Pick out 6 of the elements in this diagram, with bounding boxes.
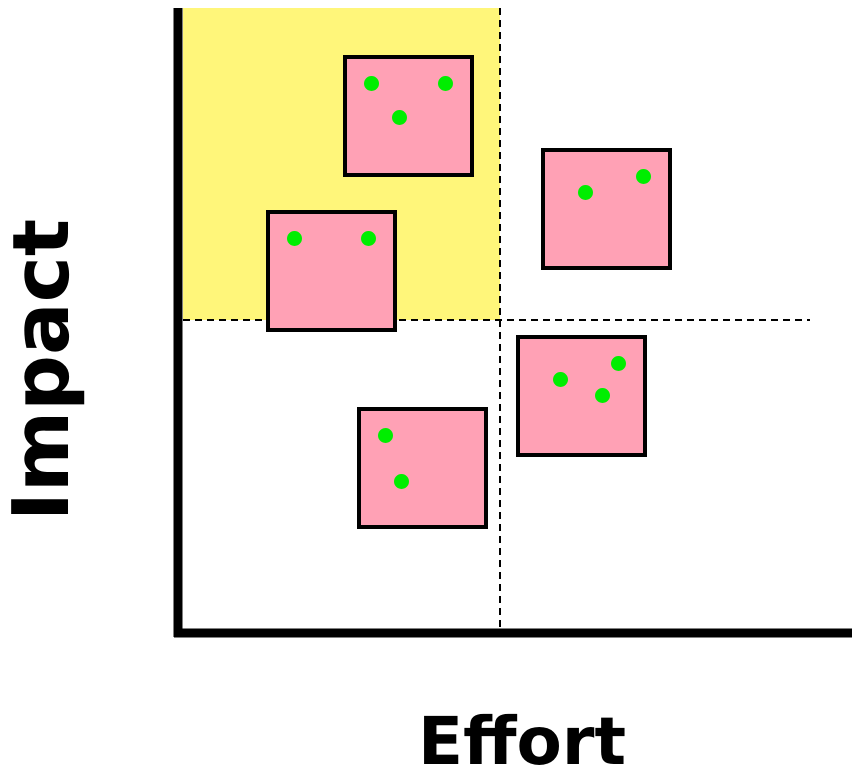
sticky-note bbox=[266, 210, 397, 332]
sticky-note bbox=[343, 55, 474, 177]
sticky-note bbox=[516, 335, 647, 457]
axis-title: Effort bbox=[418, 709, 626, 774]
sticky-note bbox=[357, 407, 488, 529]
sticky-note bbox=[541, 148, 672, 270]
